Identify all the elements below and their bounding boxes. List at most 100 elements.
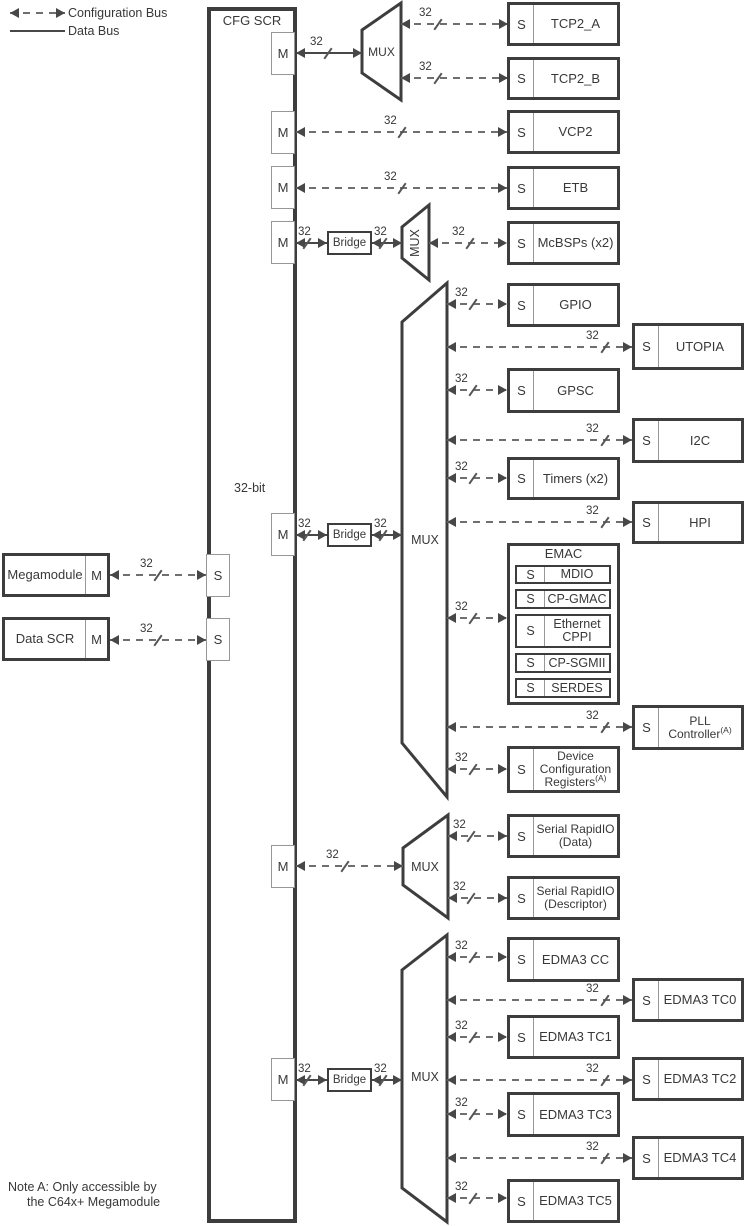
bus-mux-to-edma3cc <box>447 952 507 962</box>
cp-gmac-label: CP-GMAC <box>547 591 607 606</box>
srio-desc-s-port: S <box>510 879 534 917</box>
box-edma3-tc5: S EDMA3 TC5 <box>507 1179 620 1223</box>
megamodule-label: Megamodule <box>7 567 83 582</box>
legend-configuration-bus-label: Configuration Bus <box>68 6 168 20</box>
footnote-line1: Note A: Only accessible by <box>8 1180 157 1194</box>
bus-mux-to-tc2 <box>447 1075 632 1085</box>
edma3-tc3-s-port: S <box>510 1095 534 1134</box>
box-edma3-tc3: S EDMA3 TC3 <box>507 1092 620 1137</box>
box-tcp2-a: S TCP2_A <box>507 2 620 46</box>
box-cp-gmac: S CP-GMAC <box>515 589 611 609</box>
mux-srio-label: MUX <box>411 860 439 874</box>
i2c-label: I2C <box>689 432 711 448</box>
gpio-label: GPIO <box>559 297 592 312</box>
footnote: Note A: Only accessible by the C64x+ Meg… <box>8 1180 160 1210</box>
mcbsps-label: McBSPs (x2) <box>537 235 614 250</box>
srio-data-label: Serial RapidIO(Data) <box>536 822 615 849</box>
box-edma3-tc2: S EDMA3 TC2 <box>632 1057 744 1101</box>
bus-width-label: 32 <box>374 518 387 530</box>
cfg-m-port-vcp2: M <box>271 111 295 154</box>
bus-mux-to-tc5 <box>447 1193 507 1203</box>
bus-width-label: 32 <box>586 1063 599 1075</box>
data-scr-label: Data SCR <box>15 631 75 646</box>
bus-mux-to-timers <box>447 473 507 483</box>
bus-bridge-to-main-mux <box>372 530 402 540</box>
box-srio-data: S Serial RapidIO(Data) <box>507 814 620 858</box>
bus-width-label: 32 <box>455 1181 468 1193</box>
mux-tcp2-label: MUX <box>368 45 395 59</box>
bus-mux-to-emac <box>447 613 507 623</box>
bus-width-label: 32 <box>455 461 468 473</box>
bus-width-label: 32 <box>140 623 153 635</box>
mdio-label: MDIO <box>560 567 594 581</box>
footnote-line2: the C64x+ Megamodule <box>27 1195 161 1209</box>
box-edma3-tc4: S EDMA3 TC4 <box>632 1136 744 1180</box>
emac-title: EMAC <box>544 546 583 561</box>
bus-width-label: 32 <box>455 940 468 952</box>
cfg-scr-box <box>207 7 297 1223</box>
utopia-label: UTOPIA <box>675 338 725 354</box>
box-mdio: S MDIO <box>515 565 611 584</box>
timers-s-port: S <box>510 460 534 497</box>
bus-mux-to-gpio <box>447 299 507 309</box>
bus-mux-to-tc1 <box>447 1032 507 1042</box>
bus-mux-to-pll <box>447 722 632 732</box>
bridge-main: Bridge <box>327 523 372 547</box>
cfg-m-port-mcbsp: M <box>271 221 295 264</box>
cp-sgmii-s-port: S <box>517 655 545 671</box>
bus-width-label: 32 <box>455 373 468 385</box>
mcbsps-s-port: S <box>510 224 534 262</box>
legend-data-bus-label: Data Bus <box>68 24 120 38</box>
bus-width-label: 32 <box>374 226 387 238</box>
vcp2-s-port: S <box>510 113 534 151</box>
cp-gmac-s-port: S <box>517 591 545 607</box>
hpi-label: HPI <box>689 514 711 530</box>
srio-data-s-port: S <box>510 817 534 855</box>
box-data-scr: Data SCR M <box>2 617 110 661</box>
bus-bridge-to-edma3-mux <box>372 1075 402 1085</box>
bus-width-label: 32 <box>384 115 397 127</box>
bus-width-label: 32 <box>455 287 468 299</box>
ethernet-cppi-s-port: S <box>517 616 545 646</box>
srio-desc-label: Serial RapidIO(Descriptor) <box>536 884 615 911</box>
devcfg-s-port: S <box>510 749 534 790</box>
bus-width-label: 32 <box>298 226 311 238</box>
box-edma3-tc0: S EDMA3 TC0 <box>632 978 744 1022</box>
mux-mcbsp-label: MUX <box>408 229 422 257</box>
bus-width-label: 32 <box>455 1097 468 1109</box>
bus-width-label: 32 <box>455 752 468 764</box>
tcp2b-label: TCP2_B <box>550 70 601 86</box>
bus-mux-to-tc0 <box>447 995 632 1005</box>
box-srio-descriptor: S Serial RapidIO(Descriptor) <box>507 876 620 920</box>
cfg-m-port-etb: M <box>271 166 295 209</box>
etb-label: ETB <box>562 180 589 195</box>
tcp2a-label: TCP2_A <box>550 16 601 31</box>
cfg-m-port-edma3: M <box>271 1058 295 1101</box>
megamodule-m-port: M <box>85 556 107 594</box>
box-gpio: S GPIO <box>507 283 620 327</box>
bus-width-label: 32 <box>419 61 432 73</box>
edma3-tc2-s-port: S <box>635 1060 659 1098</box>
data-scr-m-port: M <box>85 620 107 658</box>
bus-width-label: 32 <box>374 1063 387 1075</box>
box-utopia: S UTOPIA <box>632 323 744 370</box>
box-cp-sgmii: S CP-SGMII <box>515 653 611 673</box>
box-vcp2: S VCP2 <box>507 110 620 154</box>
bus-width-label: 32 <box>310 36 323 48</box>
bridge-edma3: Bridge <box>327 1068 372 1092</box>
bus-width-label: 32 <box>326 849 339 861</box>
bus-mux-to-hpi <box>447 517 632 527</box>
cfg-s-port-data-scr: S <box>206 618 230 661</box>
pll-s-port: S <box>635 708 659 747</box>
box-megamodule: Megamodule M <box>2 553 110 597</box>
bus-bridge-to-mux-mcbsp <box>372 238 402 248</box>
box-timers: S Timers (x2) <box>507 457 620 500</box>
box-mcbsps: S McBSPs (x2) <box>507 221 620 265</box>
cp-sgmii-label: CP-SGMII <box>548 655 606 670</box>
bus-width-label: 32 <box>586 505 599 517</box>
box-i2c: S I2C <box>632 418 744 463</box>
edma3-tc0-s-port: S <box>635 981 659 1019</box>
bus-mux-to-srio-data <box>448 831 507 841</box>
